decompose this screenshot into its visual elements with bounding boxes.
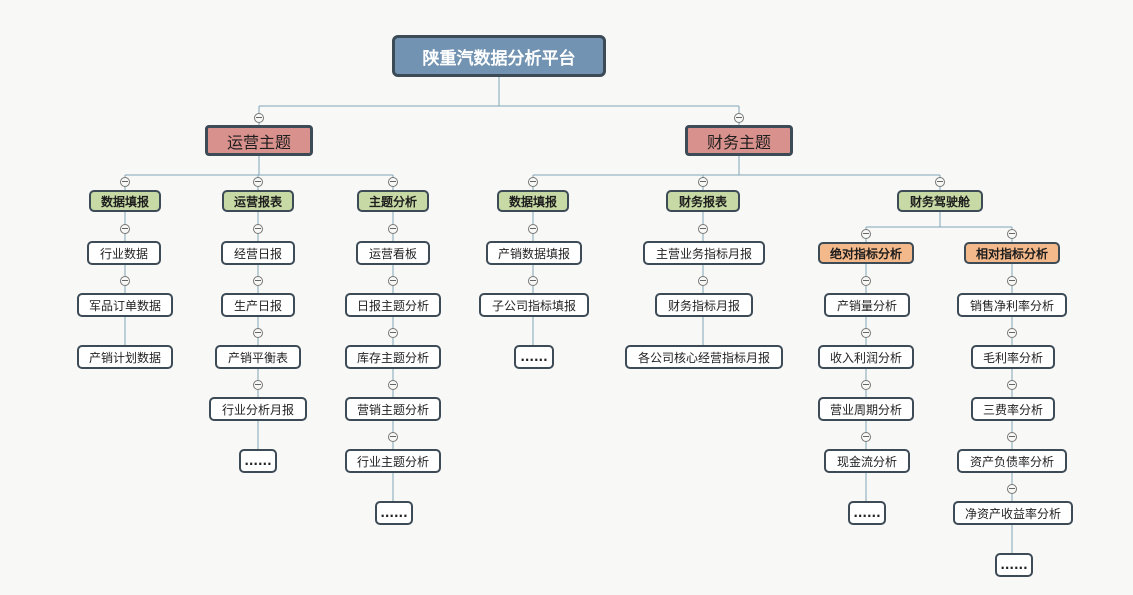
leaf-three-expense-rate-analysis[interactable]: 三费率分析	[971, 397, 1055, 421]
leaf-production-sales-plan-data[interactable]: 产销计划数据	[77, 345, 173, 369]
collapse-circle-icon[interactable]	[861, 276, 871, 286]
collapse-circle-icon[interactable]	[388, 177, 398, 187]
leaf-operating-daily-report[interactable]: 经营日报	[221, 241, 295, 265]
leaf-production-sales-volume-analysis[interactable]: 产销量分析	[824, 293, 910, 317]
theme-operations[interactable]: 运营主题	[205, 125, 313, 156]
leaf-production-sales-balance[interactable]: 产销平衡表	[215, 345, 301, 369]
leaf-industry-analysis-monthly[interactable]: 行业分析月报	[209, 397, 307, 421]
leaf-inventory-topic-analysis[interactable]: 库存主题分析	[345, 345, 441, 369]
leaf-operations-dashboard[interactable]: 运营看板	[356, 241, 430, 265]
collapse-circle-icon[interactable]	[528, 224, 538, 234]
collapse-circle-icon[interactable]	[388, 224, 398, 234]
collapse-circle-icon[interactable]	[253, 177, 263, 187]
leaf-absolute-more[interactable]: ......	[848, 501, 886, 525]
collapse-circle-icon[interactable]	[388, 432, 398, 442]
leaf-revenue-profit-analysis[interactable]: 收入利润分析	[818, 345, 914, 369]
leaf-operating-cycle-analysis[interactable]: 营业周期分析	[818, 397, 914, 421]
collapse-circle-icon[interactable]	[698, 224, 708, 234]
subcategory-relative-metrics[interactable]: 相对指标分析	[964, 242, 1060, 264]
collapse-circle-icon[interactable]	[528, 177, 538, 187]
leaf-military-order-data[interactable]: 军品订单数据	[77, 293, 173, 317]
collapse-circle-icon[interactable]	[253, 276, 263, 286]
subcategory-absolute-metrics[interactable]: 绝对指标分析	[818, 242, 914, 264]
leaf-relative-more[interactable]: ......	[995, 553, 1033, 577]
collapse-circle-icon[interactable]	[528, 276, 538, 286]
collapse-circle-icon[interactable]	[1007, 328, 1017, 338]
collapse-circle-icon[interactable]	[1007, 276, 1017, 286]
collapse-circle-icon[interactable]	[698, 177, 708, 187]
collapse-circle-icon[interactable]	[120, 177, 130, 187]
leaf-industry-data[interactable]: 行业数据	[87, 241, 161, 265]
leaf-cash-flow-analysis[interactable]: 现金流分析	[824, 449, 910, 473]
category-fin-data-entry[interactable]: 数据填报	[497, 190, 569, 212]
leaf-industry-topic-analysis[interactable]: 行业主题分析	[345, 449, 441, 473]
collapse-circle-icon[interactable]	[253, 380, 263, 390]
leaf-production-daily-report[interactable]: 生产日报	[221, 293, 295, 317]
leaf-production-sales-data-entry[interactable]: 产销数据填报	[486, 241, 582, 265]
collapse-circle-icon[interactable]	[253, 224, 263, 234]
leaf-net-sales-margin-analysis[interactable]: 销售净利率分析	[957, 293, 1067, 317]
leaf-subsidiary-metrics-entry[interactable]: 子公司指标填报	[479, 293, 589, 317]
collapse-circle-icon[interactable]	[698, 276, 708, 286]
collapse-circle-icon[interactable]	[388, 380, 398, 390]
theme-finance[interactable]: 财务主题	[685, 125, 793, 156]
collapse-circle-icon[interactable]	[734, 113, 744, 123]
collapse-circle-icon[interactable]	[861, 328, 871, 338]
root-node-title[interactable]: 陕重汽数据分析平台	[392, 35, 606, 77]
collapse-circle-icon[interactable]	[1007, 432, 1017, 442]
leaf-marketing-topic-analysis[interactable]: 营销主题分析	[345, 397, 441, 421]
leaf-company-core-metrics-monthly[interactable]: 各公司核心经营指标月报	[625, 345, 783, 369]
leaf-ops-topic-more[interactable]: ......	[375, 501, 413, 525]
collapse-circle-icon[interactable]	[1007, 484, 1017, 494]
leaf-fin-entry-more[interactable]: ......	[514, 345, 554, 369]
collapse-circle-icon[interactable]	[388, 276, 398, 286]
leaf-financial-metrics-monthly[interactable]: 财务指标月报	[655, 293, 753, 317]
collapse-circle-icon[interactable]	[861, 380, 871, 390]
category-ops-data-entry[interactable]: 数据填报	[89, 190, 161, 212]
leaf-debt-ratio-analysis[interactable]: 资产负债率分析	[957, 449, 1067, 473]
leaf-roe-analysis[interactable]: 净资产收益率分析	[953, 501, 1073, 525]
leaf-gross-margin-analysis[interactable]: 毛利率分析	[971, 345, 1055, 369]
collapse-circle-icon[interactable]	[1007, 229, 1017, 239]
category-ops-reports[interactable]: 运营报表	[222, 190, 294, 212]
collapse-circle-icon[interactable]	[861, 229, 871, 239]
category-fin-reports[interactable]: 财务报表	[666, 190, 740, 212]
leaf-daily-topic-analysis[interactable]: 日报主题分析	[345, 293, 441, 317]
collapse-circle-icon[interactable]	[388, 328, 398, 338]
category-ops-topic-analysis[interactable]: 主题分析	[357, 190, 429, 212]
collapse-circle-icon[interactable]	[861, 432, 871, 442]
collapse-circle-icon[interactable]	[120, 276, 130, 286]
collapse-circle-icon[interactable]	[935, 177, 945, 187]
leaf-ops-reports-more[interactable]: ......	[239, 449, 277, 473]
collapse-circle-icon[interactable]	[120, 224, 130, 234]
collapse-circle-icon[interactable]	[1007, 380, 1017, 390]
collapse-circle-icon[interactable]	[254, 113, 264, 123]
category-fin-cockpit[interactable]: 财务驾驶舱	[897, 190, 983, 212]
collapse-circle-icon[interactable]	[253, 328, 263, 338]
leaf-main-business-monthly[interactable]: 主营业务指标月报	[643, 241, 765, 265]
